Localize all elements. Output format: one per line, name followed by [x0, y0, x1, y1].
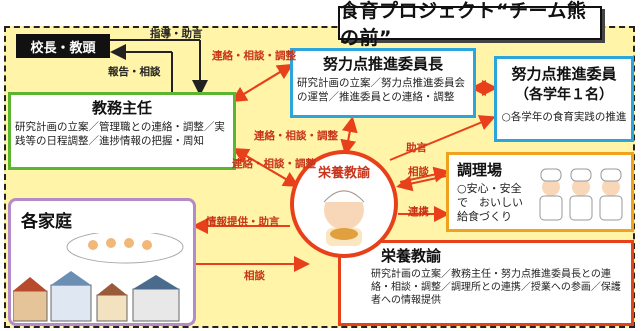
nutrition-title: 栄養教諭: [381, 247, 442, 265]
home-title: 各家庭: [21, 212, 72, 232]
members-box: 努力点推進委員 （各学年１名） ○各学年の食育実践の推進: [494, 56, 634, 142]
consult-label: 相談: [408, 166, 429, 178]
nutrition-circle-label: 栄養教諭: [317, 166, 370, 181]
family-illustration: [13, 233, 184, 322]
home-box: 各家庭: [8, 198, 196, 326]
contact-label-3: 連絡・相談・調整: [232, 158, 316, 170]
consult2-label: 相談: [244, 270, 265, 282]
info-label: 情報提供・助言: [206, 216, 280, 228]
principal-box: 校長・教頭: [16, 34, 110, 58]
chair-body: 研究計画の立案／努力点推進委員会の運営／推進委員との連絡・調整: [297, 77, 465, 103]
contact-label-1: 連絡・相談・調整: [212, 50, 296, 62]
cook-illustration: [539, 168, 623, 221]
advice-label: 助言: [406, 142, 427, 154]
nutrition-body: 研究計画の立案／教務主任・努力点推進委員長との連絡・相談・調整／調理所との連携／…: [371, 269, 621, 306]
cooperation-label: 連携: [408, 206, 429, 218]
chair-title: 努力点推進委員長: [322, 55, 443, 73]
chief-box: 教務主任 研究計画の立案／管理職との連絡・調整／実践等の日程調整／進捗情報の把握…: [8, 92, 236, 170]
report-label: 報告・相談: [108, 66, 161, 78]
contact-label-2: 連絡・相談・調整: [254, 130, 338, 142]
guidance-label: 指導・助言: [150, 28, 203, 40]
members-body: ○各学年の食育実践の推進: [501, 111, 627, 123]
chief-body: 研究計画の立案／管理職との連絡・調整／実践等の日程調整／進捗情報の把握・周知: [15, 121, 225, 147]
kitchen-title: 調理場: [457, 161, 503, 179]
chief-title: 教務主任: [91, 99, 152, 117]
kitchen-body: ○安心・安全で おいしい 給食づくり: [457, 182, 534, 223]
nutrition-box: 栄養教諭 研究計画の立案／教務主任・努力点推進委員長との連絡・相談・調整／調理所…: [338, 240, 634, 326]
kitchen-box: 調理場 ○安心・安全で おいしい 給食づくり: [446, 152, 634, 232]
page-title: 食育プロジェクト“チーム熊の前”: [338, 0, 602, 49]
arrow-advice: [389, 115, 496, 161]
chair-box: 努力点推進委員長 研究計画の立案／努力点推進委員会の運営／推進委員との連絡・調整: [290, 48, 476, 118]
members-title: 努力点推進委員: [511, 65, 617, 83]
members-subtitle: （各学年１名）: [515, 87, 613, 103]
nutrition-circle: [290, 150, 398, 258]
teacher-illustration: [323, 190, 365, 246]
